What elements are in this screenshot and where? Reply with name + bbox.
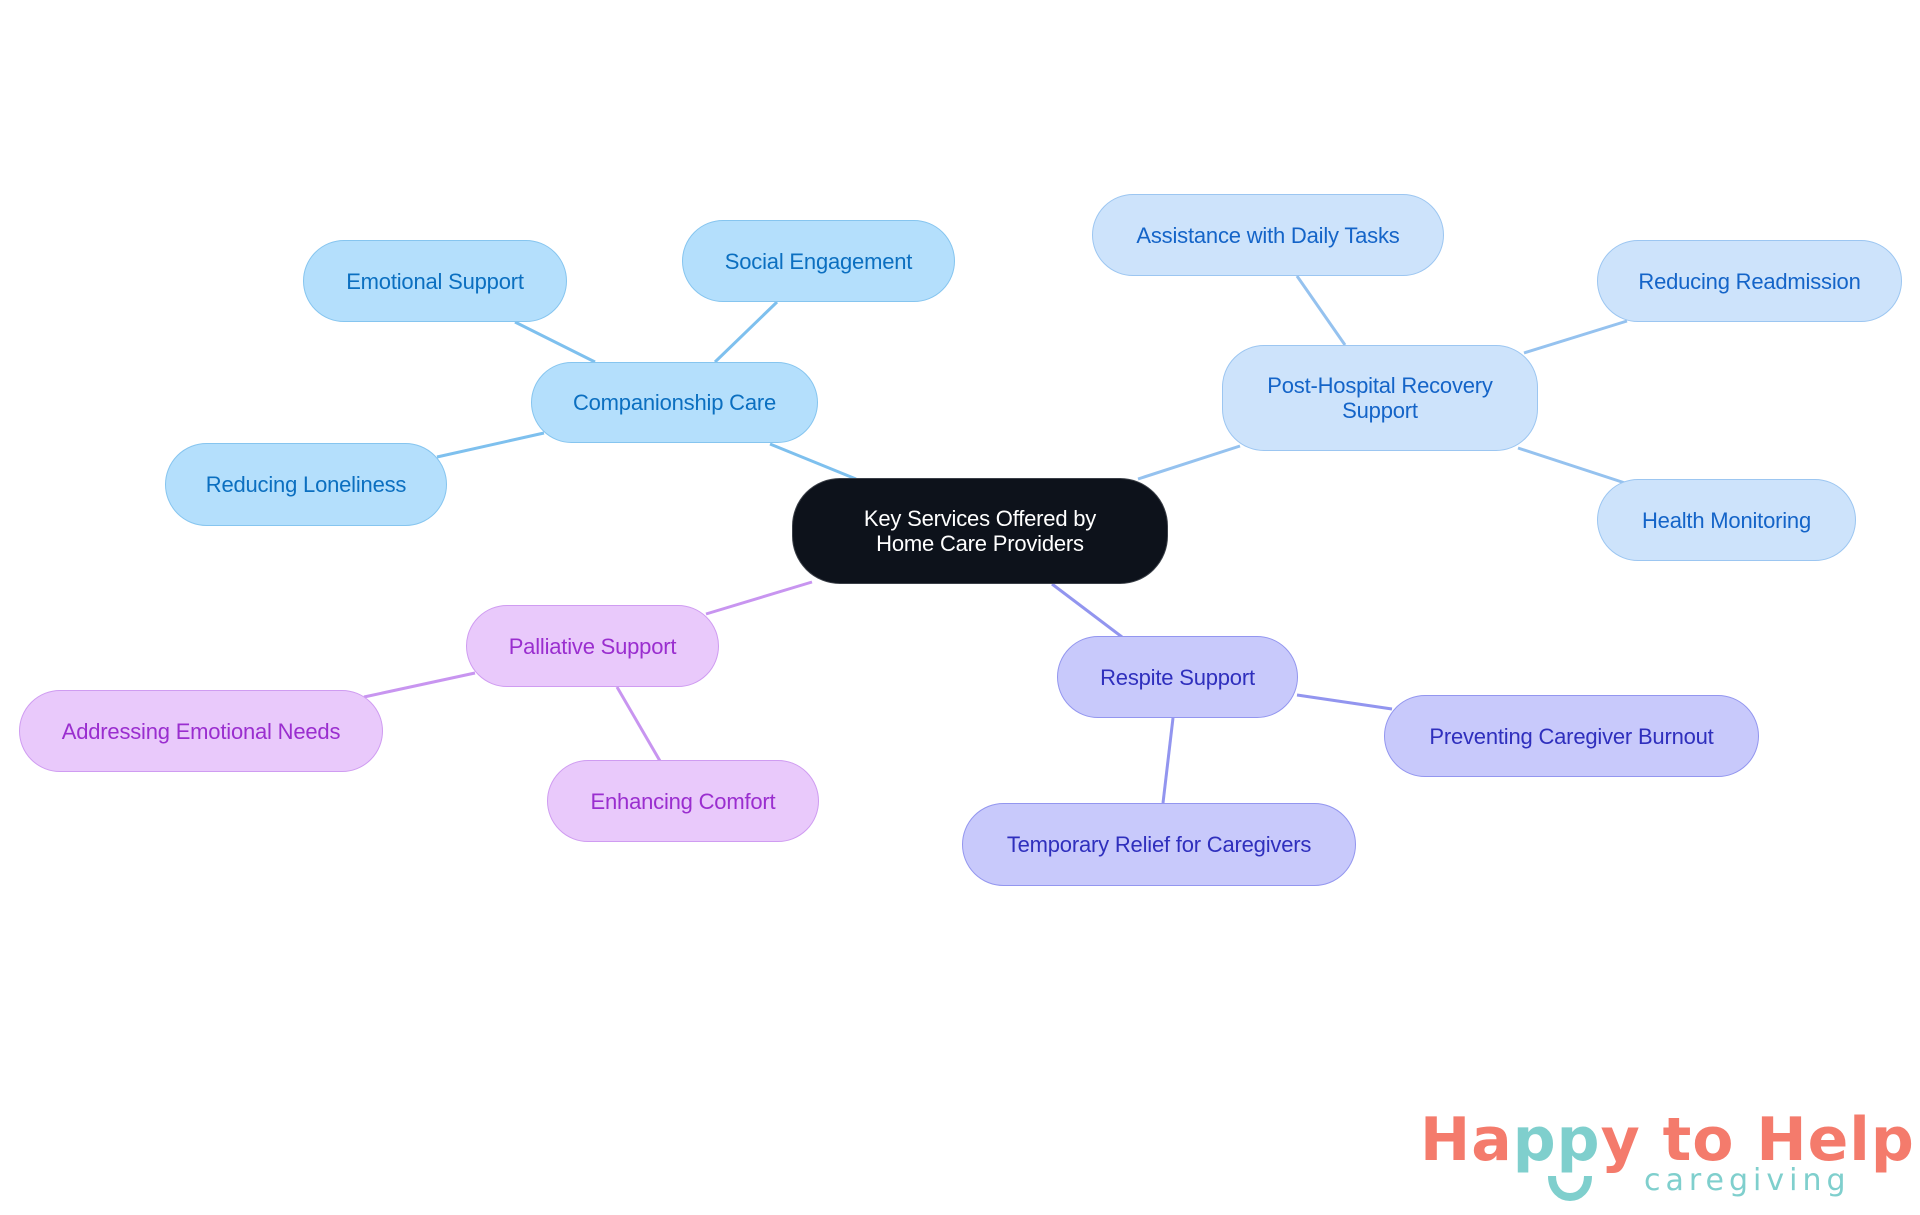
branch-node-respite-support[interactable]: Respite Support <box>1057 636 1298 718</box>
leaf-node-emotional-support[interactable]: Emotional Support <box>303 240 567 322</box>
leaf-node-social-engagement[interactable]: Social Engagement <box>682 220 955 302</box>
logo-tagline: caregiving <box>1644 1163 1851 1198</box>
branch-label: Palliative Support <box>508 633 677 659</box>
edge-posthospital-health <box>1517 446 1626 485</box>
leaf-node-addressing-emotional-needs[interactable]: Addressing Emotional Needs <box>19 690 383 772</box>
branch-node-companionship-care[interactable]: Companionship Care <box>531 362 818 443</box>
edge-root-companionship <box>769 442 857 481</box>
leaf-label: Reducing Readmission <box>1638 268 1861 294</box>
brand-logo: Happy to Help caregiving <box>1420 1108 1914 1208</box>
leaf-node-reducing-readmission[interactable]: Reducing Readmission <box>1597 240 1902 322</box>
leaf-node-reducing-loneliness[interactable]: Reducing Loneliness <box>165 443 447 526</box>
smile-icon <box>1548 1175 1592 1201</box>
edge-root-palliative <box>705 580 813 616</box>
branch-label: Companionship Care <box>572 390 777 415</box>
branch-label: Post-Hospital Recovery Support <box>1267 373 1493 423</box>
leaf-node-preventing-caregiver-burnout[interactable]: Preventing Caregiver Burnout <box>1384 695 1759 777</box>
logo-wordmark: Happy to Help <box>1420 1108 1915 1172</box>
leaf-label: Preventing Caregiver Burnout <box>1429 723 1714 749</box>
edge-root-respite <box>1051 582 1123 639</box>
leaf-node-temporary-relief-for-caregivers[interactable]: Temporary Relief for Caregivers <box>962 803 1356 886</box>
leaf-label: Enhancing Comfort <box>590 788 776 814</box>
leaf-label: Temporary Relief for Caregivers <box>1006 832 1312 857</box>
edge-respite-burnout <box>1296 693 1393 711</box>
logo-part-1: Ha <box>1420 1105 1513 1175</box>
leaf-node-health-monitoring[interactable]: Health Monitoring <box>1597 479 1856 561</box>
leaf-node-assistance-with-daily-tasks[interactable]: Assistance with Daily Tasks <box>1092 194 1444 276</box>
root-label: Key Services Offered by Home Care Provid… <box>863 506 1097 556</box>
leaf-label: Reducing Loneliness <box>205 472 407 497</box>
leaf-node-enhancing-comfort[interactable]: Enhancing Comfort <box>547 760 819 842</box>
leaf-label: Emotional Support <box>346 268 524 294</box>
edge-root-posthospital <box>1137 444 1241 481</box>
edge-companionship-emotional <box>514 320 596 364</box>
edge-respite-temporary <box>1161 717 1175 804</box>
leaf-label: Health Monitoring <box>1641 507 1812 533</box>
branch-label: Respite Support <box>1100 664 1255 690</box>
edge-posthospital-readmission <box>1523 319 1628 355</box>
logo-part-2: pp <box>1512 1105 1601 1175</box>
leaf-label: Addressing Emotional Needs <box>61 718 341 744</box>
root-node[interactable]: Key Services Offered by Home Care Provid… <box>792 478 1168 584</box>
branch-node-post-hospital-recovery-support[interactable]: Post-Hospital Recovery Support <box>1222 345 1538 451</box>
edge-posthospital-assistance <box>1295 275 1347 346</box>
edge-companionship-social <box>713 300 779 364</box>
edge-palliative-enhancing <box>615 686 662 762</box>
leaf-label: Assistance with Daily Tasks <box>1136 222 1400 248</box>
branch-node-palliative-support[interactable]: Palliative Support <box>466 605 719 687</box>
edge-companionship-loneliness <box>436 431 545 459</box>
logo-part-3: y to Help <box>1600 1105 1915 1175</box>
edge-palliative-addressing <box>363 671 476 699</box>
leaf-label: Social Engagement <box>724 248 913 274</box>
